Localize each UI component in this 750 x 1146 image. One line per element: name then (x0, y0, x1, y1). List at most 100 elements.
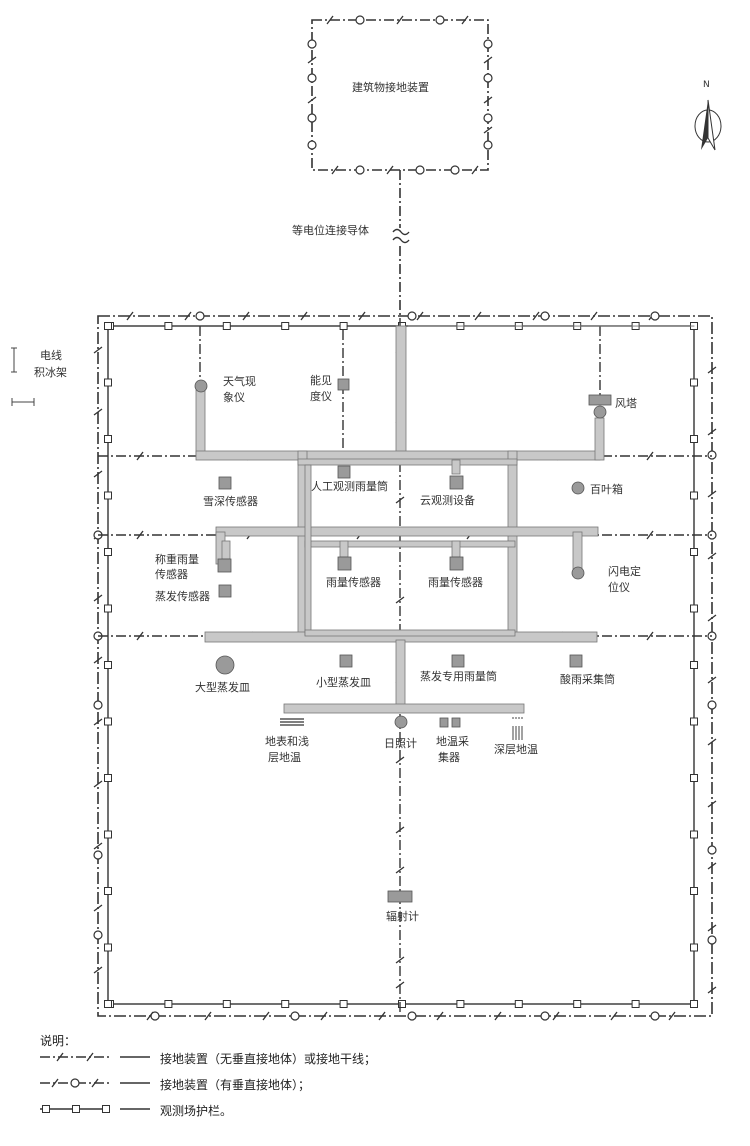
tick-mark (93, 656, 103, 664)
weather-phen-label-2: 象仪 (223, 391, 245, 404)
weather-phenomenon-device (194, 379, 208, 393)
vertical-electrode-icon (483, 39, 493, 49)
tick-mark (532, 311, 540, 321)
fence-post-icon (104, 830, 112, 839)
fence-post-icon (398, 1000, 406, 1008)
outer-grounding-loop (97, 315, 713, 1017)
vertical-electrode-icon (707, 631, 717, 641)
tick-mark (93, 594, 103, 602)
ice-rack-symbol (11, 347, 35, 406)
surface-temp-label-1: 地表和浅 (265, 735, 309, 748)
tick-mark (358, 311, 366, 321)
fence-post-icon (339, 322, 348, 330)
vertical-electrode-icon (307, 113, 317, 123)
evap-rain-device (451, 654, 465, 668)
ice-rack-label-2: 积冰架 (34, 366, 67, 379)
vertical-electrode-icon (707, 450, 717, 460)
tick-mark (395, 496, 405, 504)
tick-mark (395, 826, 405, 834)
tick-mark (91, 1078, 99, 1088)
fence-post-icon (690, 1000, 698, 1008)
fence-post-icon (690, 491, 698, 500)
tick-mark (93, 842, 103, 850)
vertical-electrode-icon (355, 15, 365, 25)
vertical-electrode-icon (70, 1078, 80, 1088)
fence-post-icon (104, 604, 112, 613)
fence-post-icon (104, 378, 112, 387)
fence-post-icon (690, 604, 698, 613)
vertical-electrode-icon (650, 1011, 660, 1021)
legend-marks (42, 1052, 110, 1113)
sunshine-device (394, 715, 408, 729)
tick-mark (474, 311, 482, 321)
large-evaporation-device (215, 655, 235, 675)
tick-mark (307, 56, 317, 64)
tick-mark (386, 165, 394, 175)
fence-post-icon (104, 491, 112, 500)
tick-mark (136, 451, 144, 461)
radiometer-device (387, 890, 413, 903)
vertical-electrode-icon (150, 1011, 160, 1021)
tick-mark (707, 676, 717, 684)
tick-mark (93, 718, 103, 726)
tick-mark (646, 530, 654, 540)
ice-rack-label-1: 电线 (40, 349, 62, 362)
tick-mark (707, 366, 717, 374)
outer-loop-ticks (93, 311, 717, 1021)
evaporation-sensor-device (218, 584, 232, 598)
tick-mark (483, 96, 493, 104)
vertical-electrode-icon (540, 311, 550, 321)
tick-mark (93, 470, 103, 478)
tick-mark (707, 986, 717, 994)
tick-mark (668, 1011, 676, 1021)
vertical-electrode-icon (707, 845, 717, 855)
tick-mark (395, 981, 405, 989)
fence-post-icon (690, 435, 698, 443)
vertical-electrode-icon (93, 930, 103, 940)
legend-item-3: 观测场护栏。 (160, 1104, 233, 1118)
rain-sensor-1-label: 雨量传感器 (326, 576, 381, 589)
tick-mark (326, 15, 334, 25)
soil-collector-label-1: 地温采 (436, 735, 469, 748)
vertical-electrode-icon (540, 1011, 550, 1021)
rain-sensor-2-label: 雨量传感器 (428, 576, 483, 589)
building-grounding-box (311, 19, 489, 171)
tick-mark (590, 311, 598, 321)
fence-post-icon (690, 548, 698, 556)
tick-mark (396, 15, 404, 25)
building-label: 建筑物接地装置 (352, 81, 429, 94)
fence-posts (104, 322, 698, 1008)
tick-mark (93, 408, 103, 416)
fence-post-icon (514, 1000, 523, 1008)
vertical-electrode-icon (93, 700, 103, 710)
fence-post-icon (281, 322, 290, 330)
tick-mark (707, 800, 717, 808)
fence-post-icon (164, 1000, 173, 1008)
visibility-label-1: 能见 (310, 374, 332, 387)
small-evaporation-device (339, 654, 353, 668)
tick-mark (136, 530, 144, 540)
vertical-electrode-icon (650, 311, 660, 321)
fence-post-icon (690, 774, 698, 782)
louver-box-device (571, 481, 585, 495)
sunshine-label: 日照计 (384, 737, 417, 750)
tick-mark (93, 346, 103, 354)
fence-post-icon (690, 887, 698, 895)
north-label: N (703, 80, 710, 90)
fence-post-icon (690, 830, 698, 839)
fence-post-icon (631, 1000, 640, 1008)
vertical-electrode-icon (290, 1011, 300, 1021)
snow-sensor-label: 雪深传感器 (203, 495, 258, 508)
tick-mark (395, 956, 405, 964)
vertical-electrode-icon (407, 1011, 417, 1021)
tick-mark (395, 866, 405, 874)
weighing-rain-label-1: 称重雨量 (155, 553, 199, 566)
tick-mark (262, 1011, 270, 1021)
wind-tower-device (588, 394, 612, 406)
legend-title: 说明： (40, 1034, 77, 1048)
tick-mark (86, 1052, 94, 1062)
tick-mark (242, 311, 250, 321)
manual-rain-label: 人工观测雨量筒 (311, 480, 388, 493)
fence-post-icon (104, 322, 112, 330)
